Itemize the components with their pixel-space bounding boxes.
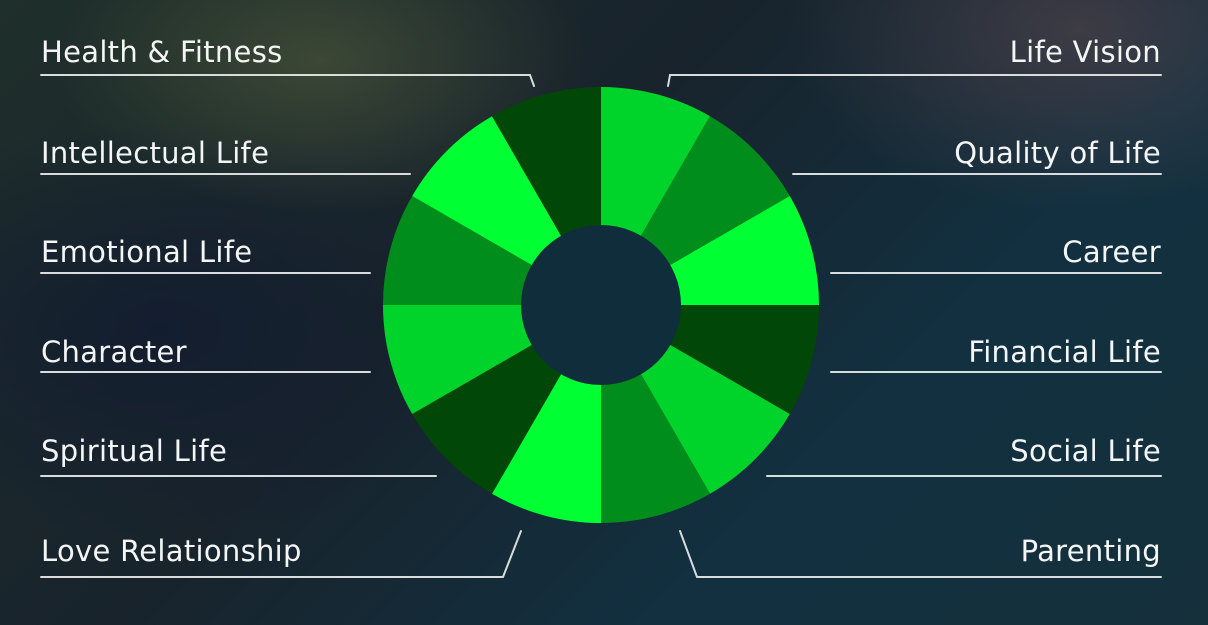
leader-line-parenting [679, 530, 1162, 578]
segment-character [383, 305, 534, 414]
segment-career [668, 196, 819, 305]
segment-spiritual-life [412, 344, 562, 494]
label-life-vision: Life Vision [1009, 35, 1161, 69]
label-career: Career [1062, 235, 1161, 269]
segment-quality-of-life [640, 116, 790, 267]
leader-lines [40, 74, 1162, 578]
segment-intellectual-life [412, 116, 562, 267]
leader-line-love-relationship [40, 530, 522, 578]
label-parenting: Parenting [1020, 534, 1161, 568]
label-intellectual-life: Intellectual Life [41, 136, 270, 170]
segment-love-relationship [492, 372, 601, 523]
segment-life-vision [601, 87, 710, 238]
segment-social-life [640, 344, 790, 494]
segment-financial-life [668, 305, 819, 414]
leader-line-health-fitness [40, 74, 535, 87]
label-financial-life: Financial Life [968, 335, 1161, 369]
segment-emotional-life [383, 196, 534, 305]
wheel-hub [521, 225, 681, 385]
label-quality-of-life: Quality of Life [954, 136, 1161, 170]
label-social-life: Social Life [1010, 434, 1161, 468]
label-health-fitness: Health & Fitness [41, 35, 283, 69]
segment-health-fitness [492, 87, 601, 238]
wheel-segments [383, 87, 819, 523]
label-emotional-life: Emotional Life [41, 235, 253, 269]
label-love-relationship: Love Relationship [41, 534, 302, 568]
leader-line-life-vision [667, 74, 1162, 87]
segment-parenting [601, 372, 710, 523]
label-spiritual-life: Spiritual Life [41, 434, 228, 468]
label-character: Character [41, 335, 187, 369]
